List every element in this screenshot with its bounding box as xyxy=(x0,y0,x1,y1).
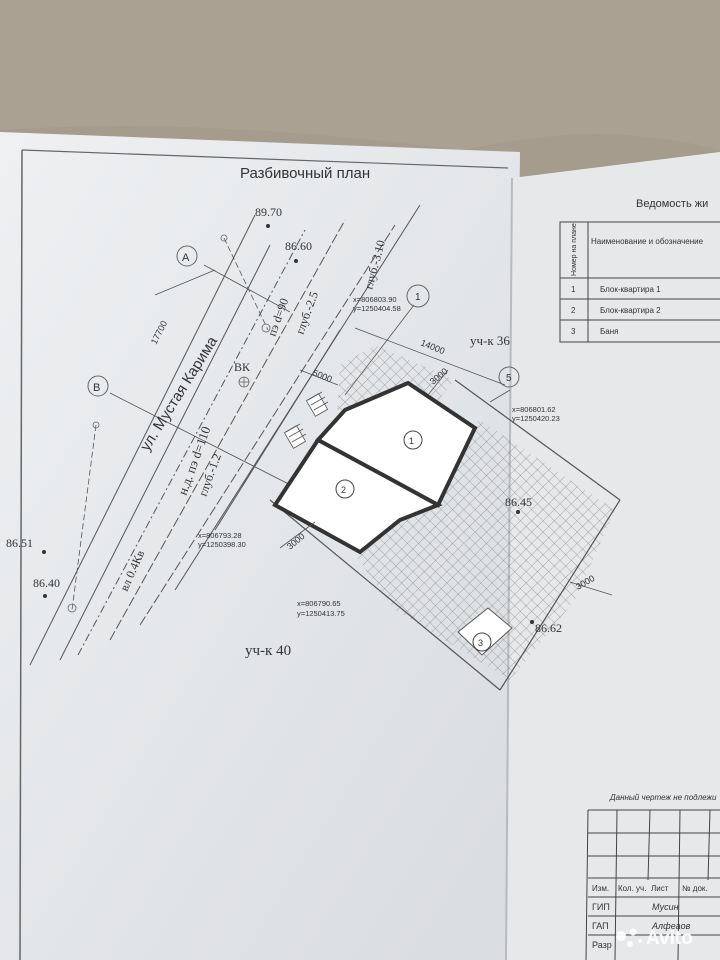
drawing-sheet-left xyxy=(0,132,520,960)
stamp-rows: ГИП Мусин ГАП Алфеаов Разр xyxy=(592,902,691,950)
svg-text:Мусин: Мусин xyxy=(652,902,679,912)
svg-text:y=1250413.75: y=1250413.75 xyxy=(297,609,345,618)
svg-text:y=1250398.30: y=1250398.30 xyxy=(198,540,246,549)
svg-text:y=1250404.58: y=1250404.58 xyxy=(353,304,401,313)
svg-text:Баня: Баня xyxy=(600,327,618,336)
svg-text:1: 1 xyxy=(571,285,576,294)
svg-text:№ док.: № док. xyxy=(682,884,708,893)
svg-text:89.70: 89.70 xyxy=(255,205,282,219)
axis-bubble-a: А xyxy=(176,245,198,267)
svg-text:3: 3 xyxy=(478,638,483,648)
building-2: 2 xyxy=(272,437,443,555)
svg-text:2: 2 xyxy=(571,306,576,315)
svg-text:В: В xyxy=(93,382,100,394)
svg-text:2: 2 xyxy=(341,485,346,495)
svg-text:А: А xyxy=(182,252,190,264)
svg-text:x=806803.90: x=806803.90 xyxy=(353,295,397,304)
manhole-label: ВК xyxy=(234,360,251,374)
svg-text:Кол. уч.: Кол. уч. xyxy=(618,884,646,893)
svg-text:ГАП: ГАП xyxy=(592,921,609,931)
plan-title: Разбивочный план xyxy=(240,165,370,182)
svg-text:y=1250420.23: y=1250420.23 xyxy=(512,414,560,423)
schedule-col-name: Наименование и обозначение xyxy=(591,237,704,246)
drawing-sheet-right xyxy=(506,152,720,960)
coordinate-labels: x=806803.90 y=1250404.58 x=806801.62 y=1… xyxy=(198,295,560,618)
plot-boundary xyxy=(269,379,621,691)
frame-line-top xyxy=(21,149,509,169)
svg-text:86.45: 86.45 xyxy=(505,495,532,509)
plot-40-label: уч-к 40 xyxy=(245,643,291,659)
dimension-lines xyxy=(154,269,613,596)
stamp-note: Данный чертеж не подлежи xyxy=(609,793,717,802)
axis-bubble-5: 5 xyxy=(498,366,520,388)
svg-text:x=806790.65: x=806790.65 xyxy=(297,599,341,608)
svg-text:3: 3 xyxy=(571,327,576,336)
axis-bubble-1: 1 xyxy=(406,284,430,308)
avito-watermark: Avito xyxy=(616,928,693,949)
stamp-header: Изм. Кол. уч. Лист № док. xyxy=(592,884,708,893)
entrance-steps xyxy=(283,391,329,449)
svg-text:Avito: Avito xyxy=(646,928,693,949)
svg-text:5: 5 xyxy=(506,373,512,384)
building-3: 3 xyxy=(457,607,513,656)
svg-text:Блок-квартира 1: Блок-квартира 1 xyxy=(600,285,661,294)
svg-text:1: 1 xyxy=(415,292,421,303)
frame-line-left xyxy=(19,149,23,960)
svg-text:86.62: 86.62 xyxy=(535,621,562,635)
plot-36-label: уч-к 36 xyxy=(470,333,510,348)
svg-text:86.60: 86.60 xyxy=(285,239,312,253)
axis-bubble-b: В xyxy=(87,375,109,397)
schedule-table xyxy=(559,221,720,343)
cloth-fold xyxy=(0,0,720,150)
svg-text:86.51: 86.51 xyxy=(6,536,33,550)
svg-text:1: 1 xyxy=(409,436,414,446)
svg-text:x=806801.62: x=806801.62 xyxy=(512,405,556,414)
svg-text:Лист: Лист xyxy=(651,884,669,893)
street-lines xyxy=(29,204,421,666)
stamp-grid xyxy=(585,809,720,960)
svg-text:Блок-квартира 2: Блок-квартира 2 xyxy=(600,306,661,315)
schedule-col-num: Номер на плане xyxy=(571,223,578,276)
svg-text:Изм.: Изм. xyxy=(592,884,609,893)
schedule-rows: 1 Блок-квартира 1 2 Блок-квартира 2 3 Ба… xyxy=(571,285,661,336)
elevation-marks: 89.70 86.60 86.51 86.40 86.45 86.62 xyxy=(6,205,562,635)
survey-points xyxy=(67,234,271,613)
svg-text:ГИП: ГИП xyxy=(592,902,610,912)
svg-text:Разр: Разр xyxy=(592,940,612,950)
svg-text:x=806793.28: x=806793.28 xyxy=(198,531,242,540)
schedule-title: Ведомость жи xyxy=(636,198,708,210)
svg-text:Алфеаов: Алфеаов xyxy=(651,921,691,931)
svg-text:86.40: 86.40 xyxy=(33,576,60,590)
